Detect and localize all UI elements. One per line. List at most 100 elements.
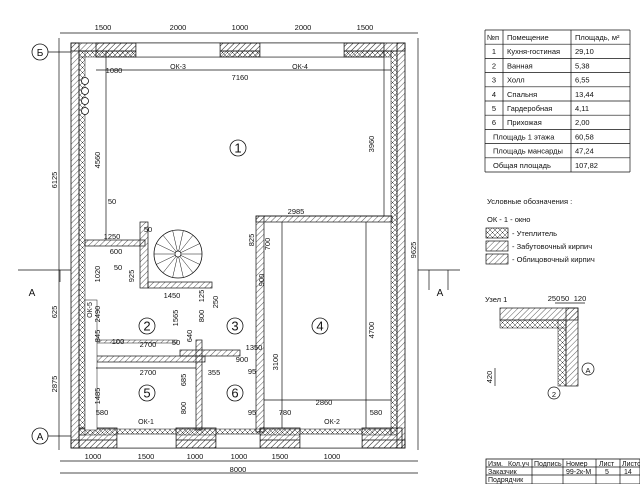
table-cell: 107,82	[575, 161, 598, 170]
inner-dimension: 7160	[232, 73, 249, 82]
table-cell: Холл	[507, 76, 525, 85]
inner-dimension: 780	[279, 408, 292, 417]
top-dimension: 1500	[95, 23, 112, 32]
inner-dimension: 3100	[271, 354, 280, 371]
stair-step	[180, 243, 200, 253]
title-block-header: Подпись	[534, 461, 562, 468]
title-block-cell: 99-2к-М	[566, 469, 591, 476]
inner-dimension: 640	[185, 330, 194, 343]
inner-dimension: 250	[211, 296, 220, 309]
inner-dimension: 925	[127, 270, 136, 283]
left-dimension: 625	[50, 306, 59, 319]
interior-walls	[84, 215, 393, 433]
top-dimension: 2000	[295, 23, 312, 32]
node-title: Узел 1	[485, 295, 507, 304]
dimension-lines	[58, 32, 419, 474]
table-cell: Площадь мансарды	[493, 147, 563, 156]
inner-dimension: 825	[247, 234, 256, 247]
inner-dimension: 100	[112, 337, 125, 346]
title-block	[485, 458, 640, 484]
room-number: 1	[234, 141, 241, 156]
table-cell: Спальня	[507, 90, 537, 99]
table-cell: Площадь 1 этажа	[493, 132, 555, 141]
stair-step	[179, 235, 194, 252]
title-block-header: Изм.	[488, 461, 503, 468]
inner-dimension: 2700	[140, 340, 157, 349]
window-label: ОК-1	[138, 419, 154, 426]
node-dimension: 50	[561, 294, 569, 303]
inner-dimension: 2860	[316, 398, 333, 407]
legend-title: Условные обозначения :	[487, 197, 572, 206]
room-circle	[138, 384, 156, 402]
room-number: 2	[143, 319, 150, 334]
stair-step	[172, 256, 178, 278]
inner-dimension: 95	[248, 367, 256, 376]
table-cell: 3	[492, 76, 496, 85]
inner-dimension: 2490	[93, 306, 102, 323]
title-block-cell: Подрядчик	[488, 477, 524, 484]
inner-dimension: 50	[108, 197, 116, 206]
table-cell: 60,58	[575, 132, 594, 141]
room-markers	[138, 139, 329, 402]
table-cell: 2	[492, 61, 496, 70]
exterior-walls	[70, 42, 406, 449]
bottom-dimension: 1500	[272, 452, 289, 461]
bottom-dimension: 1000	[85, 452, 102, 461]
table-cell: Прихожая	[507, 118, 542, 127]
inner-dimension: 1565	[171, 310, 180, 327]
inner-dimension: 800	[197, 310, 206, 323]
top-dimension: 1000	[232, 23, 249, 32]
stair-step	[162, 256, 177, 273]
inner-dimension: 580	[96, 408, 109, 417]
table-header: Помещение	[507, 33, 549, 42]
table-cell: 4	[492, 90, 496, 99]
table-cell: 29,10	[575, 47, 594, 56]
inner-dimension: 95	[248, 408, 256, 417]
stair-step	[156, 255, 176, 265]
table-cell: Ванная	[507, 61, 533, 70]
table-header: Площадь, м²	[575, 33, 620, 42]
chimney-flues	[81, 77, 89, 115]
room-number: 5	[143, 386, 150, 401]
window-label: ОК-4	[292, 64, 308, 71]
inner-dimension: 355	[208, 368, 221, 377]
stair-step	[179, 256, 194, 273]
right-total-dimension: 9625	[409, 242, 418, 259]
legend-item: - Утеплитель	[512, 229, 557, 238]
inner-dimension: 600	[110, 247, 123, 256]
table-cell: 5,38	[575, 61, 590, 70]
title-block-cell: 5	[605, 469, 609, 476]
inner-dimension: 700	[263, 238, 272, 251]
legend-item: - Облицовочный кирпич	[512, 255, 595, 264]
inner-dimension: 4560	[93, 152, 102, 169]
inner-dimension: 800	[179, 402, 188, 415]
inner-dimension: 685	[179, 374, 188, 387]
stair-step	[178, 230, 184, 252]
inner-dimension: 50	[144, 225, 152, 234]
room-circle	[138, 317, 156, 335]
top-dimension: 2000	[170, 23, 187, 32]
stair-step	[178, 256, 184, 278]
legend-swatches	[485, 227, 509, 265]
left-dimension: 2875	[50, 376, 59, 393]
section-label-right: А	[437, 288, 444, 299]
bottom-dimension: 1000	[324, 452, 341, 461]
window-label: ОК-2	[324, 419, 340, 426]
grid-axes	[18, 43, 460, 445]
inner-dimension: 1350	[246, 343, 263, 352]
node-marker: А	[585, 366, 590, 375]
room-table	[484, 29, 631, 173]
room-number: 3	[231, 319, 238, 334]
room-circle	[226, 317, 244, 335]
title-block-header: Кол.уч	[508, 461, 529, 468]
inner-dimension: 50	[114, 263, 122, 272]
bottom-dimension: 1000	[231, 452, 248, 461]
stair-step	[180, 255, 200, 265]
table-cell: 47,24	[575, 147, 594, 156]
table-header: №п	[487, 33, 499, 42]
node-dimension: 120	[574, 294, 587, 303]
stair-step	[156, 243, 176, 253]
spiral-stair	[153, 229, 203, 279]
table-cell: 6	[492, 118, 496, 127]
table-cell: Общая площадь	[493, 161, 551, 170]
